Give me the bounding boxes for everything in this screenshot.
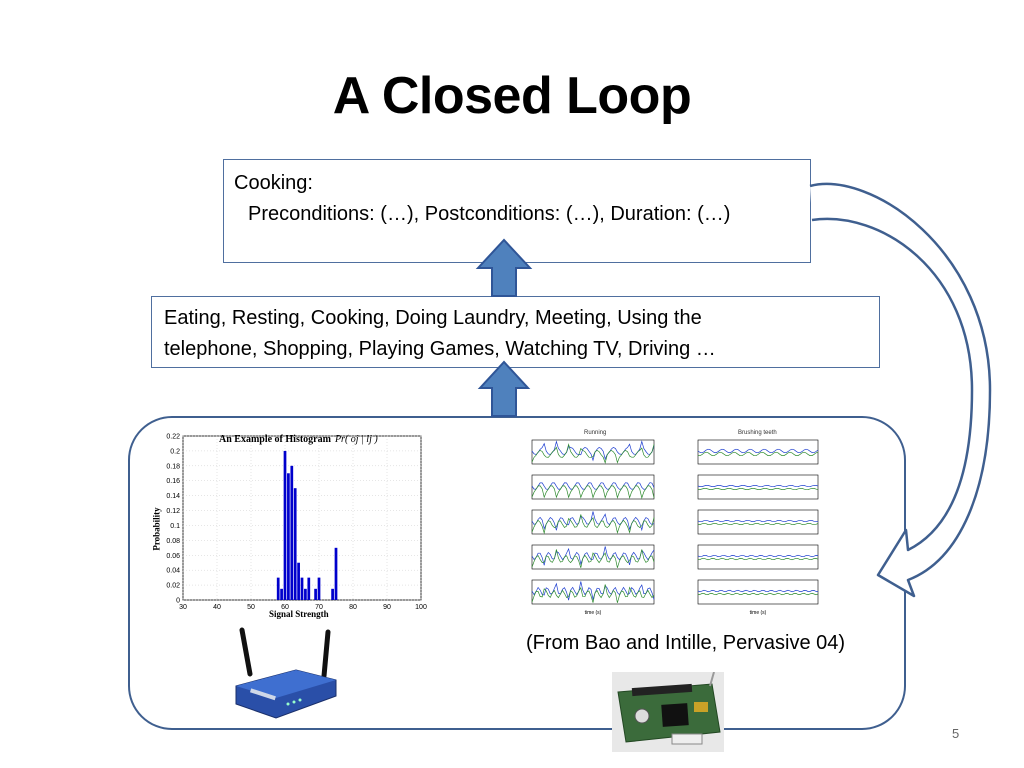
sensor-board-icon [612, 672, 724, 752]
histogram-bar [331, 588, 334, 600]
histogram-bar [283, 450, 287, 600]
signal-trace [531, 485, 655, 500]
x-tick-label: 80 [349, 604, 357, 611]
y-tick-label: 0 [176, 598, 180, 605]
histogram-bar [334, 547, 338, 600]
signal-panel [697, 474, 819, 500]
signal-trace [531, 549, 655, 568]
slide-title: A Closed Loop [332, 67, 692, 125]
y-tick-label: 0.08 [166, 538, 180, 545]
activities-line-2: telephone, Shopping, Playing Games, Watc… [164, 338, 716, 360]
x-tick-label: 40 [213, 604, 221, 611]
signal-panel [531, 509, 655, 535]
x-tick-label: 30 [179, 604, 187, 611]
histogram-bar [287, 473, 290, 600]
y-tick-label: 0.18 [166, 463, 180, 470]
y-tick-label: 0.2 [170, 448, 180, 455]
y-tick-label: 0.14 [166, 493, 180, 500]
plot-frame [182, 435, 422, 601]
y-tick-label: 0.12 [166, 508, 180, 515]
signal-trace [531, 546, 655, 566]
y-tick-label: 0.16 [166, 478, 180, 485]
y-tick-label: 0.02 [166, 583, 180, 590]
signal-trace [697, 448, 819, 454]
y-tick-label: 0.22 [166, 434, 180, 441]
page-number: 5 [952, 726, 960, 741]
chart-formula: Pr( oj | lj ) [334, 434, 378, 445]
signal-panel [531, 544, 655, 570]
histogram-bar [297, 562, 300, 600]
x-axis-label: Signal Strength [269, 609, 329, 619]
histogram-bar [314, 588, 317, 600]
signal-panel [697, 544, 819, 570]
x-tick-label: 60 [281, 604, 289, 611]
activity-properties: Preconditions: (…), Postconditions: (…),… [248, 203, 731, 225]
histogram-bar [293, 488, 297, 600]
signal-panel [697, 439, 819, 465]
signal-trace [698, 522, 819, 526]
up-arrow-icon [475, 238, 533, 297]
y-tick-label: 0.04 [166, 568, 180, 575]
feedback-arrow-icon [809, 182, 992, 598]
time-axis-label: time (s) [750, 610, 767, 616]
histogram-bar [300, 577, 304, 600]
y-axis-label: Probability [151, 507, 162, 551]
router-icon [235, 627, 337, 719]
signal-panel [697, 579, 819, 605]
activity-name: Cooking: [234, 172, 313, 194]
histogram-bar [280, 588, 283, 600]
accelerometer-plots: Running Brushing teeth time (s) time (s) [512, 428, 830, 616]
signal-trace [531, 443, 655, 465]
histogram-bar [307, 577, 311, 600]
activity-definition-box: Cooking: Preconditions: (…), Postconditi… [223, 159, 811, 263]
signal-trace [697, 451, 819, 457]
signal-trace [697, 592, 819, 596]
x-tick-label: 90 [383, 604, 391, 611]
y-tick-label: 0.1 [170, 523, 180, 530]
signal-panel [531, 579, 655, 605]
signal-trace [697, 554, 819, 558]
brushing-title: Brushing teeth [738, 430, 777, 436]
source-credit: (From Bao and Intille, Pervasive 04) [526, 632, 846, 654]
y-tick-label: 0.06 [166, 553, 180, 560]
histogram-bar [317, 577, 321, 600]
histogram-bar [304, 588, 307, 600]
histogram-bar [290, 465, 294, 600]
histogram-bar [276, 577, 280, 600]
signal-trace [531, 584, 655, 603]
time-axis-label: time (s) [585, 610, 602, 616]
x-tick-label: 100 [415, 604, 427, 611]
x-tick-label: 50 [247, 604, 255, 611]
signal-trace [697, 589, 819, 593]
running-title: Running [584, 430, 607, 436]
signal-trace [697, 519, 819, 523]
x-tick-label: 70 [315, 604, 323, 611]
up-arrow-icon [477, 360, 531, 417]
chart-title-text: An Example of Histogram [219, 434, 331, 445]
signal-trace [531, 514, 655, 535]
signal-trace [698, 487, 819, 491]
signal-svg: time (s) time (s) [531, 439, 819, 616]
signal-panel [697, 509, 819, 535]
signal-trace [531, 511, 655, 532]
signal-trace [697, 484, 819, 488]
signal-trace [697, 557, 819, 561]
activities-line-1: Eating, Resting, Cooking, Doing Laundry,… [164, 307, 702, 329]
histogram-svg: 0 0.02 0.04 0.06 0.08 0.1 0.12 0.14 0.16 0.18 0.2 0… [166, 434, 427, 612]
